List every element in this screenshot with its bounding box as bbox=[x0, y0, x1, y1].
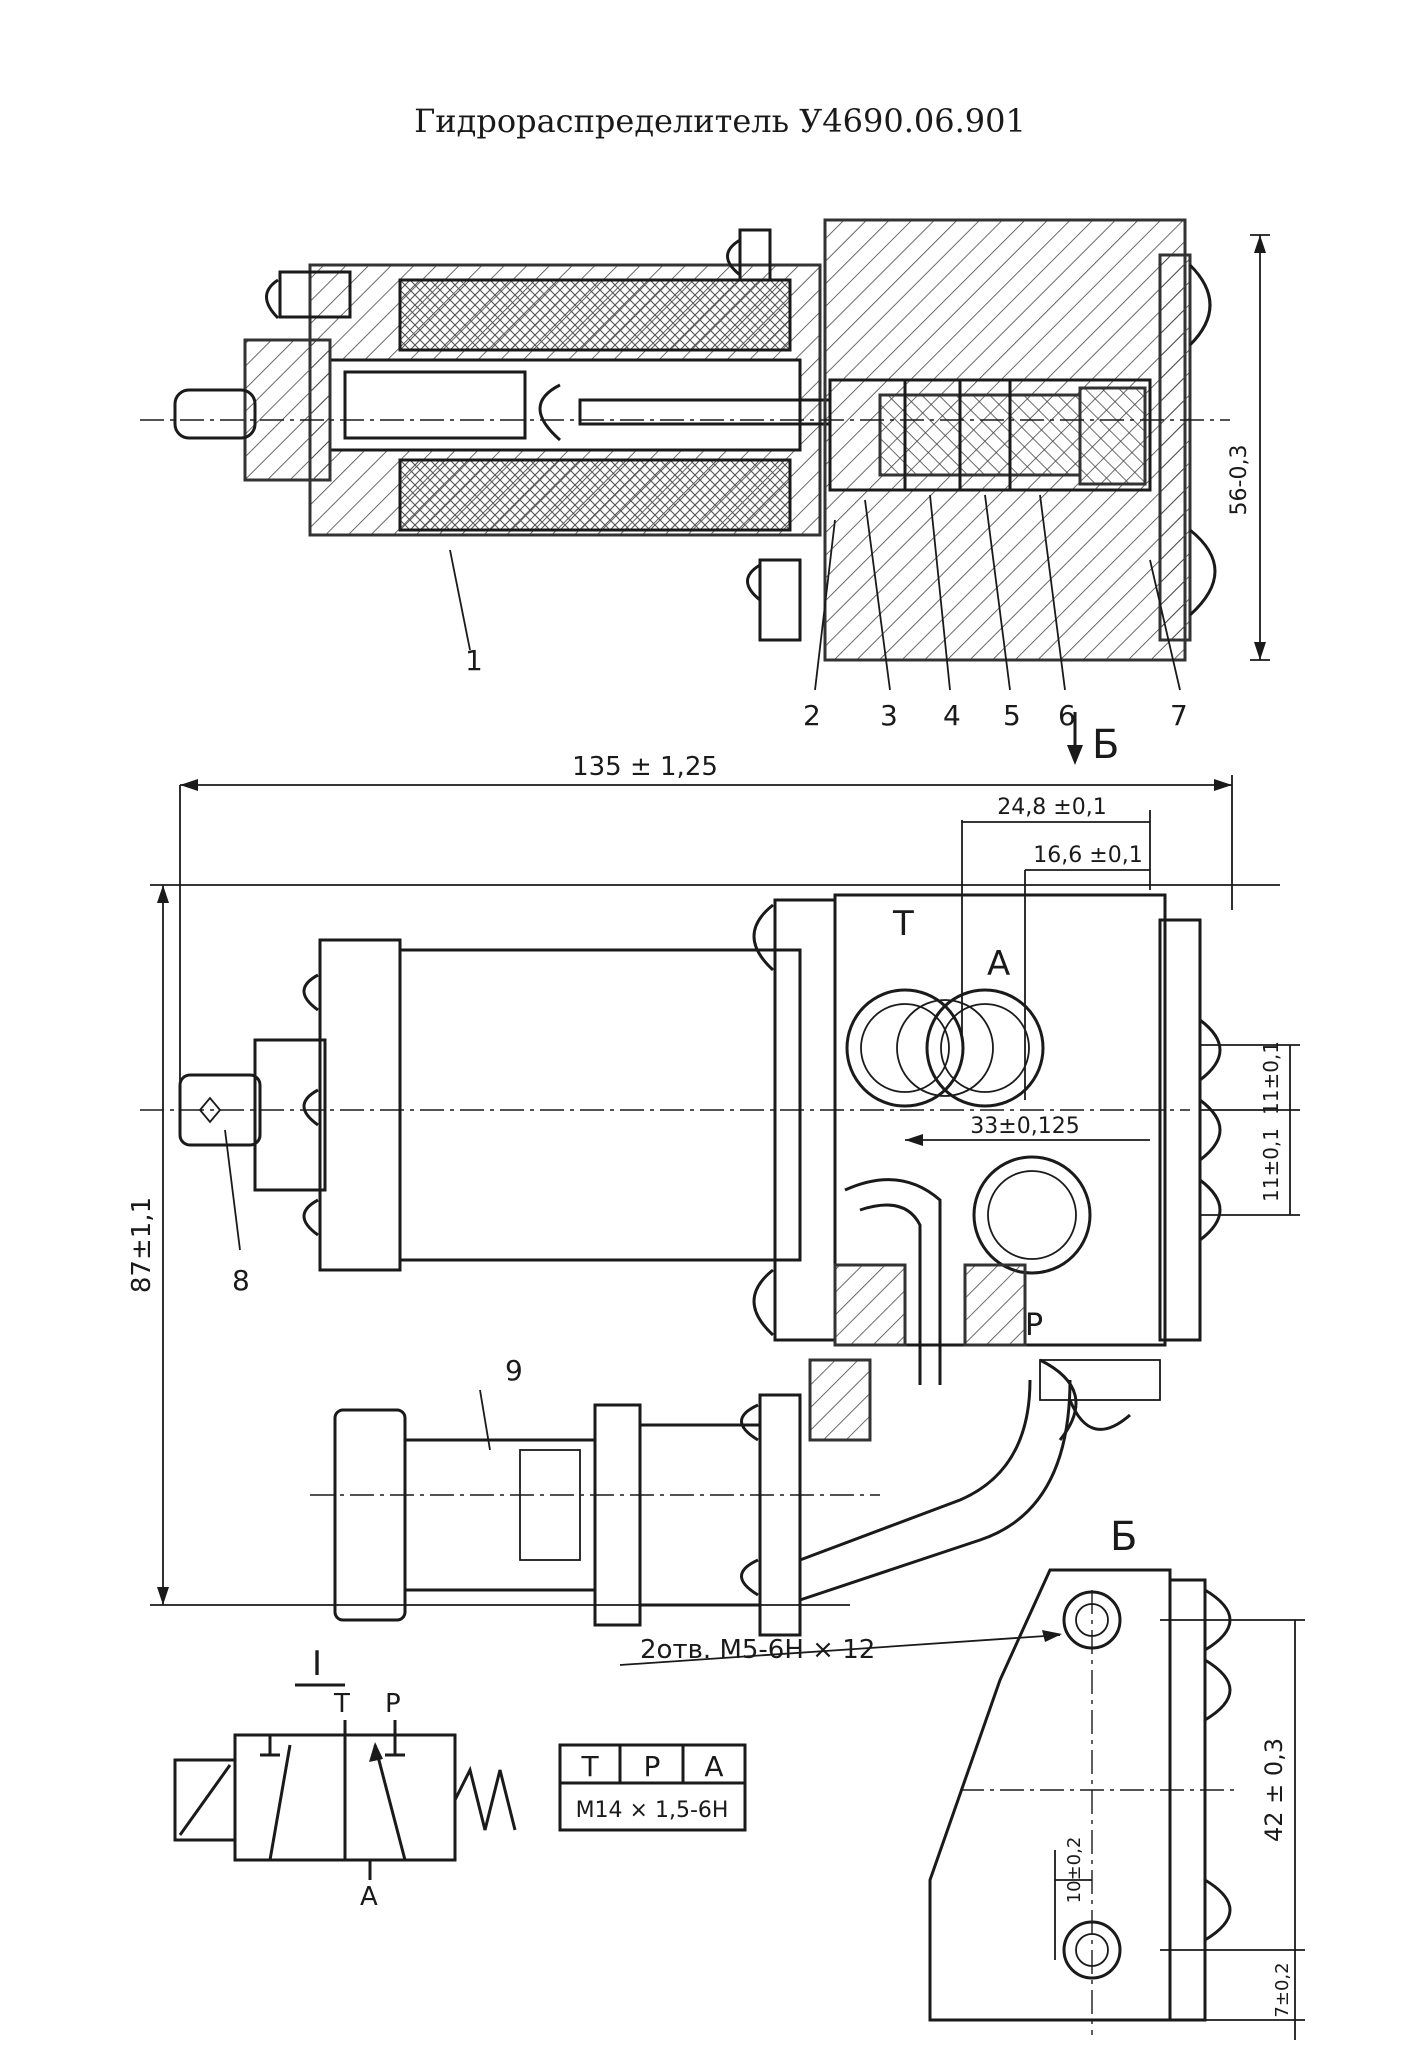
overall-length-dimension: 135 ± 1,25 bbox=[572, 752, 718, 782]
port-a-label: A bbox=[987, 944, 1010, 984]
part-number-3: 3 bbox=[880, 699, 898, 732]
view-b bbox=[619, 1568, 1305, 2040]
table-header-p: P bbox=[644, 1750, 661, 1783]
dimension-24-8: 24,8 ±0,1 bbox=[997, 795, 1106, 820]
dimension-11-lower: 11±0,1 bbox=[1259, 1128, 1283, 1202]
drawing-title: Гидрораспределитель У4690.06.901 bbox=[414, 102, 1026, 140]
part-number-8: 8 bbox=[232, 1264, 250, 1297]
view-b-arrow-label: Б bbox=[1092, 722, 1119, 768]
port-t-label: T bbox=[892, 904, 914, 944]
section-height-dimension: 56-0,3 bbox=[1227, 445, 1252, 516]
table-thread-spec: М14 × 1,5-6Н bbox=[576, 1798, 729, 1823]
view-b-label: Б bbox=[1110, 1514, 1137, 1560]
table-header-t: T bbox=[580, 1750, 599, 1783]
schematic-port-a: A bbox=[360, 1882, 378, 1912]
main-view bbox=[140, 775, 1300, 1637]
part-number-4: 4 bbox=[943, 699, 961, 732]
dimension-42: 42 ± 0,3 bbox=[1260, 1738, 1288, 1842]
schematic-port-t: T bbox=[333, 1689, 350, 1719]
part-number-6: 6 bbox=[1058, 699, 1076, 732]
dimension-10: 10±0,2 bbox=[1064, 1837, 1085, 1904]
dimension-7: 7±0,2 bbox=[1272, 1962, 1293, 2017]
part-number-9: 9 bbox=[505, 1354, 523, 1387]
part-number-5: 5 bbox=[1003, 699, 1021, 732]
view-b-arrow bbox=[1067, 712, 1083, 765]
overall-height-dimension: 87±1,1 bbox=[127, 1197, 157, 1293]
section-view bbox=[140, 218, 1270, 691]
port-thread-table bbox=[558, 1743, 747, 1832]
view-b-callout: 2отв. М5-6Н × 12 bbox=[640, 1635, 875, 1665]
schematic-position-label: I bbox=[312, 1644, 322, 1684]
port-p-label: P bbox=[1025, 1308, 1043, 1343]
hydraulic-schematic bbox=[173, 1683, 517, 1880]
part-number-7: 7 bbox=[1170, 699, 1188, 732]
part-number-1: 1 bbox=[465, 644, 483, 677]
dimension-16-6: 16,6 ±0,1 bbox=[1033, 843, 1142, 868]
schematic-port-p: P bbox=[385, 1689, 401, 1719]
part-number-2: 2 bbox=[803, 699, 821, 732]
table-header-a: A bbox=[704, 1750, 723, 1783]
dimension-11-upper: 11±0,1 bbox=[1259, 1041, 1283, 1115]
dimension-33: 33±0,125 bbox=[970, 1114, 1079, 1139]
